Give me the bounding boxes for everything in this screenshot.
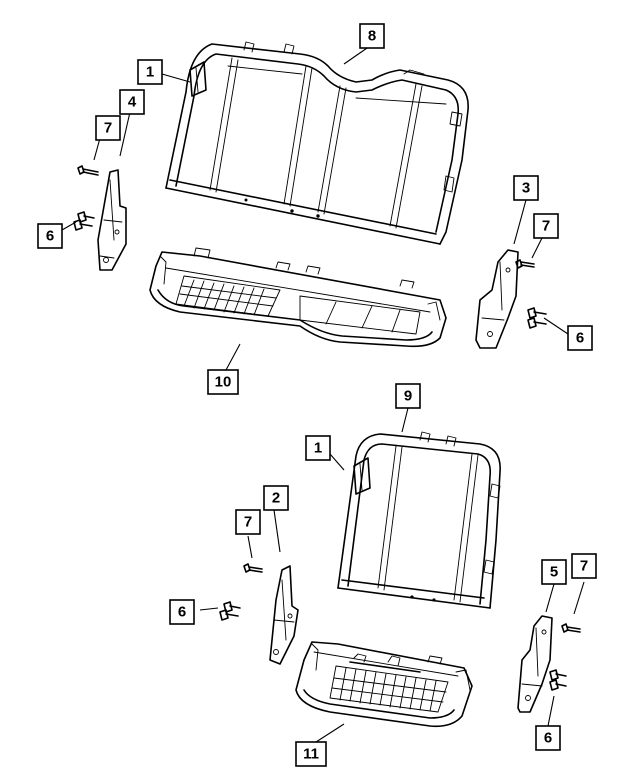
callout-label: 7 [580,558,588,575]
callout-label: 3 [522,180,530,197]
hinge-bracket-right-lower [517,615,553,713]
callout-label: 2 [272,490,280,507]
callout-label: 11 [303,746,319,763]
bolt-lower-right [561,623,581,633]
callout-7-upper-left: 7 [95,115,121,141]
hinge-bracket-right-upper [475,249,519,349]
callout-label: 7 [542,218,550,235]
callout-label: 7 [244,514,252,531]
callout-10: 10 [207,369,239,395]
callout-label: 1 [314,440,322,457]
callout-label: 10 [215,374,232,391]
callout-label: 4 [128,94,137,111]
callout-label: 8 [368,28,376,45]
callout-1-lower: 1 [305,435,331,461]
callout-5: 5 [541,559,567,585]
seat-back-frame-large [165,41,469,245]
callout-7-upper-right: 7 [533,213,559,239]
callout-3: 3 [513,175,539,201]
seat-cushion-frame-small [295,641,473,728]
callout-6-upper-right: 6 [567,325,593,351]
hinge-bracket-left-lower [269,565,299,665]
bolt-upper-right [515,259,535,269]
callout-label: 9 [404,388,412,405]
callout-label: 7 [104,120,112,137]
callout-9: 9 [395,383,421,409]
callout-label: 5 [550,564,558,581]
seat-back-frame-small [337,431,501,609]
bolt-upper-left [77,165,99,176]
callout-label: 6 [544,730,552,747]
nuts-upper-right [527,307,547,329]
callout-7-lower-left: 7 [235,509,261,535]
callout-label: 6 [178,604,186,621]
seat-cushion-frame-large [149,247,447,348]
callout-2: 2 [263,485,289,511]
callout-label: 1 [146,64,154,81]
callout-6-lower-right: 6 [535,725,561,751]
callout-label: 6 [46,228,54,245]
callout-4: 4 [119,89,145,115]
callout-6-lower-left: 6 [169,599,195,625]
nuts-lower-right [549,669,567,691]
callout-label: 6 [576,330,584,347]
callout-1-upper: 1 [137,59,163,85]
leader-lines [61,45,585,743]
nuts-upper-left [73,211,95,231]
bolt-lower-left [243,563,263,573]
callout-6-upper-left: 6 [37,223,63,249]
callout-7-lower-right: 7 [571,553,597,579]
hinge-bracket-left-upper [97,169,127,271]
callout-11: 11 [295,741,327,767]
nuts-lower-left [219,601,241,621]
callout-8: 8 [359,23,385,49]
